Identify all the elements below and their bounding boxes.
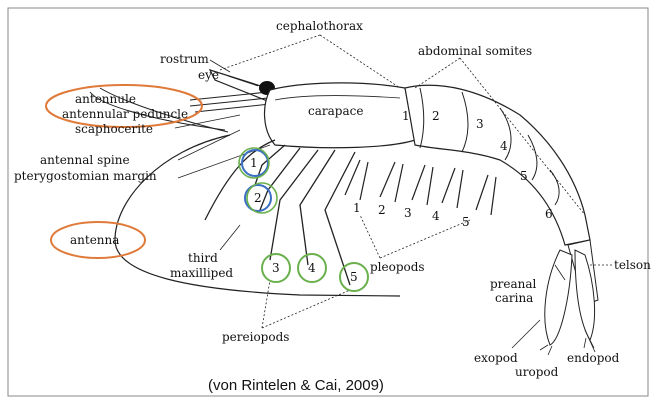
- pereiopod-number-2: 2: [254, 191, 262, 205]
- leader-abdominal: [415, 58, 460, 88]
- label-third: third: [188, 251, 218, 265]
- pereiopod-number-1: 1: [250, 156, 258, 170]
- label-rostrum: rostrum: [160, 52, 209, 66]
- label-scaphocerite: scaphocerite: [75, 122, 153, 136]
- somite-number-1: 1: [402, 109, 410, 123]
- label-exopod: exopod: [474, 351, 518, 365]
- pereiopod-number-4: 4: [308, 261, 316, 275]
- label-uropod: uropod: [515, 365, 559, 379]
- label-pereiopods: pereiopods: [222, 330, 289, 344]
- somite-number-5: 5: [520, 169, 528, 183]
- pereiopod-3-shape: [270, 150, 318, 260]
- highlight-pereiopod-2: [247, 183, 277, 213]
- leader-exopod: [512, 320, 540, 348]
- pleopod-number-3: 3: [404, 206, 412, 220]
- label-eye: eye: [198, 68, 219, 82]
- label-antennal-spine: antennal spine: [40, 153, 130, 167]
- leader-third-maxilliped: [220, 225, 240, 250]
- leader-cephalothorax: [320, 35, 400, 88]
- label-antennular-peduncle: antennular peduncle: [62, 107, 188, 121]
- pleopod-3-shape: [412, 165, 433, 205]
- leader-pleopods: [360, 215, 380, 258]
- label-pleopods: pleopods: [370, 260, 425, 274]
- label-antenna: antenna: [70, 233, 119, 247]
- leader-eye: [228, 76, 258, 86]
- leader-pereiopods-2: [262, 290, 350, 328]
- leader-antennal-spine: [178, 130, 240, 160]
- pleopod-number-5: 5: [462, 215, 470, 229]
- pleopod-2-shape: [380, 162, 403, 202]
- pleopod-4-shape: [442, 168, 463, 208]
- label-preanal: preanal: [490, 277, 537, 291]
- pereiopod-number-3: 3: [272, 261, 280, 275]
- somite-number-6: 6: [545, 207, 553, 221]
- pleopod-5-shape: [476, 175, 496, 215]
- somite-number-3: 3: [476, 117, 484, 131]
- label-cephalothorax: cephalothorax: [276, 19, 363, 33]
- label-endopod: endopod: [567, 351, 620, 365]
- label-maxilliped: maxilliped: [170, 266, 233, 280]
- pereiopod-number-5: 5: [350, 270, 358, 284]
- label-carapace: carapace: [308, 104, 363, 118]
- leader-pereiopods: [262, 280, 270, 328]
- pleopod-number-2: 2: [378, 203, 386, 217]
- pleopod-number-1: 1: [353, 201, 361, 215]
- pereiopod-5-shape: [325, 152, 355, 285]
- somite-number-4: 4: [500, 139, 508, 153]
- caption: (von Rintelen & Cai, 2009): [208, 377, 384, 394]
- label-antennule: antennule: [75, 92, 136, 106]
- exopod-shape: [545, 250, 572, 345]
- label-pterygostomian-margin: pterygostomian margin: [14, 169, 157, 183]
- pleopod-number-4: 4: [432, 209, 440, 223]
- label-abdominal-somites: abdominal somites: [418, 44, 532, 58]
- label-telson: telson: [614, 258, 651, 272]
- somite-number-2: 2: [432, 109, 440, 123]
- label-carina: carina: [495, 291, 533, 305]
- leader-cephalothorax-2: [220, 35, 320, 70]
- leader-pleopods-2: [380, 220, 470, 258]
